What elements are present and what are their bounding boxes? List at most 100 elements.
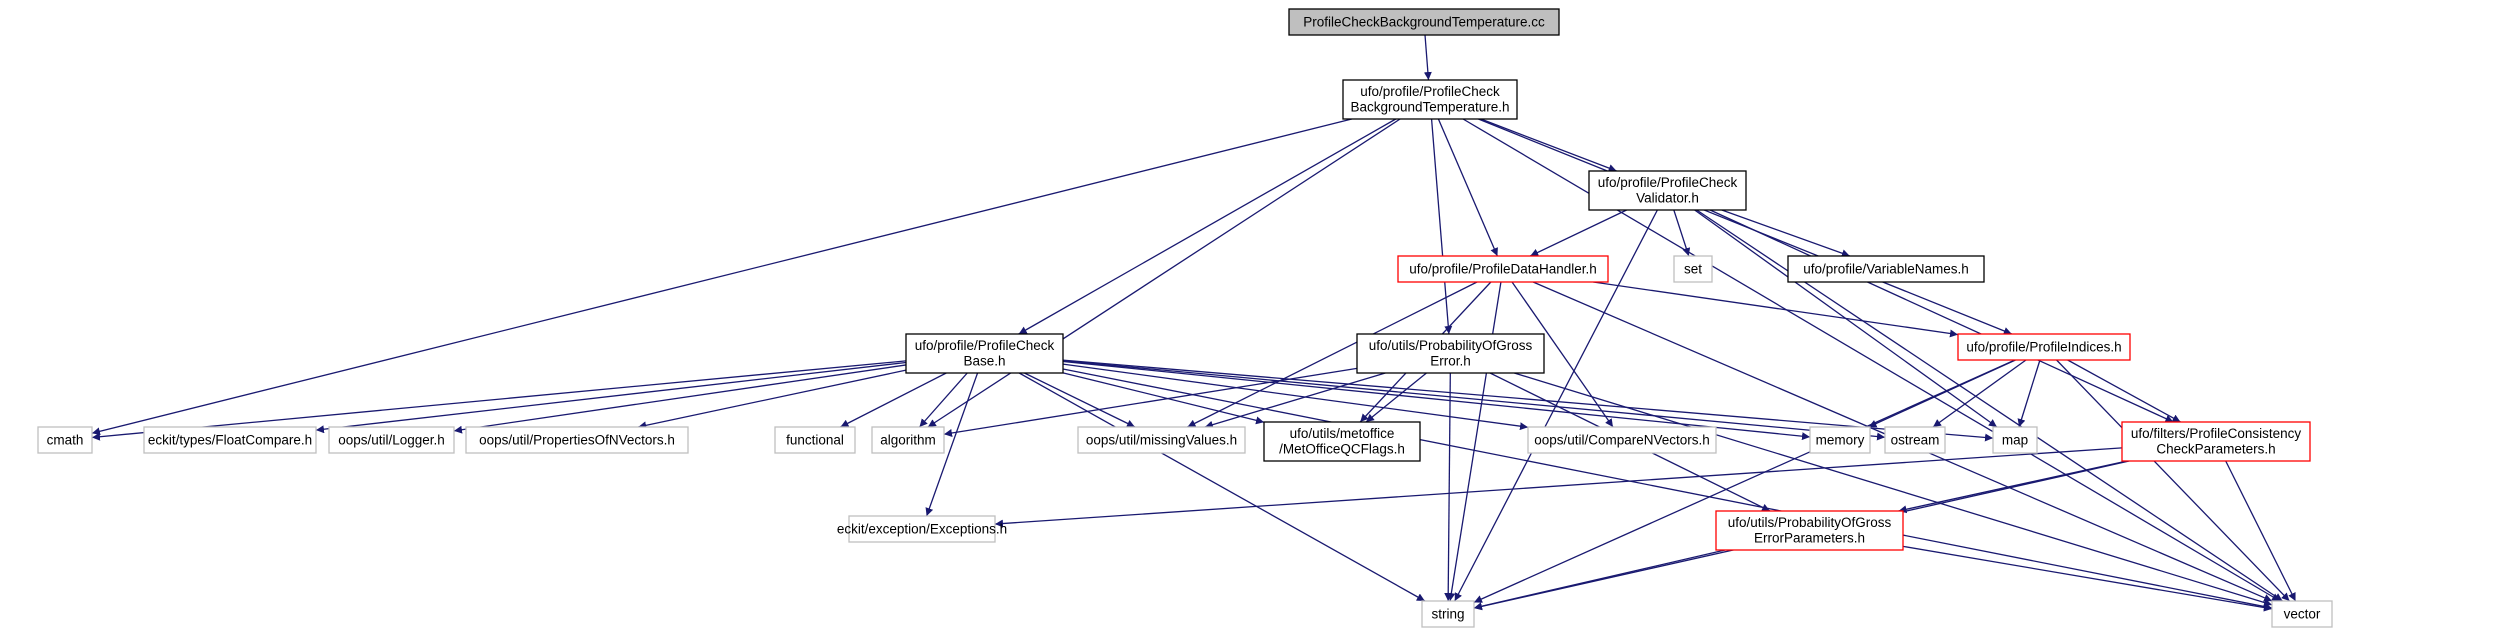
node-indices[interactable]: ufo/profile/ProfileIndices.h [1957, 333, 2131, 361]
node-label-probgross-line-1: Error.h [1430, 354, 1471, 369]
node-box-string [1421, 600, 1475, 628]
edge-probgross-to-string [1444, 372, 1453, 602]
node-label-memory-line-0: memory [1816, 432, 1865, 447]
node-exceptions: eckit/exception/Exceptions.h [837, 515, 1007, 543]
nodes-layer: ProfileCheckBackgroundTemperature.cc ufo/… [37, 8, 2333, 628]
node-root[interactable]: ProfileCheckBackgroundTemperature.cc [1288, 8, 1560, 36]
node-box-map [1992, 426, 2038, 454]
node-label-varnames-line-0: ufo/profile/VariableNames.h [1803, 261, 1969, 276]
node-label-logger-line-0: oops/util/Logger.h [338, 432, 445, 447]
node-label-set-line-0: set [1684, 261, 1702, 276]
node-label-checkbase-line-0: ufo/profile/ProfileCheck [915, 338, 1055, 353]
node-label-checkbase-line-1: Base.h [963, 354, 1005, 369]
node-pcbt[interactable]: ufo/profile/ProfileCheckBackgroundTemper… [1342, 79, 1518, 120]
node-box-functional [774, 426, 856, 454]
node-label-string-line-0: string [1431, 606, 1464, 621]
edge-pcbt-to-checkbase [1018, 118, 1397, 335]
edge-checkbase-to-algorithm [919, 372, 968, 428]
edge-validator-to-datahandler [1529, 209, 1627, 257]
node-box-varnames [1787, 255, 1985, 283]
node-label-indices-line-0: ufo/profile/ProfileIndices.h [1966, 339, 2121, 354]
edge-checkbase-to-missing [1024, 372, 1136, 428]
node-datahandler[interactable]: ufo/profile/ProfileDataHandler.h [1397, 255, 1609, 283]
node-box-memory [1809, 426, 1871, 454]
edge-pcbt-to-datahandler [1437, 118, 1498, 257]
edge-checkbase-to-memory [1062, 360, 1811, 441]
node-map: map [1992, 426, 2038, 454]
edge-root-to-pcbt [1423, 34, 1432, 81]
edge-checkbase-to-floatcompare [315, 361, 907, 434]
edge-validator-to-set [1673, 209, 1691, 257]
node-label-algorithm-line-0: algorithm [880, 432, 936, 447]
node-box-pcbt [1342, 79, 1518, 120]
node-box-propnvec [465, 426, 689, 454]
node-box-floatcompare [143, 426, 317, 454]
node-propnvec: oops/util/PropertiesOfNVectors.h [465, 426, 689, 454]
node-box-probparams [1715, 510, 1904, 551]
node-box-logger [328, 426, 455, 454]
node-probparams[interactable]: ufo/utils/ProbabilityOfGrossErrorParamet… [1715, 510, 1904, 551]
edge-probparams-to-string [1473, 549, 1726, 611]
edge-pcbt-to-probgross [1430, 118, 1453, 335]
node-label-validator-line-0: ufo/profile/ProfileCheck [1598, 175, 1738, 190]
edge-pcbt-to-validator [1480, 118, 1617, 172]
node-box-cmath [37, 426, 93, 454]
node-consistency[interactable]: ufo/filters/ProfileConsistencyCheckParam… [2121, 421, 2311, 462]
node-box-probgross [1356, 333, 1545, 374]
node-label-metoffice-line-0: ufo/utils/metoffice [1290, 426, 1395, 441]
edge-checkbase-to-metoffice [1062, 372, 1265, 425]
edge-consistency-to-exceptions [994, 447, 2123, 528]
node-label-ostream-line-0: ostream [1891, 432, 1940, 447]
edge-probgross-to-vector [1514, 372, 2273, 607]
edge-checkbase-to-string [1018, 372, 1426, 602]
edge-datahandler-to-string [1447, 281, 1502, 602]
node-box-indices [1957, 333, 2131, 361]
node-comparen: oops/util/CompareNVectors.h [1527, 426, 1717, 454]
node-metoffice[interactable]: ufo/utils/metoffice/MetOfficeQCFlags.h [1263, 421, 1421, 462]
edge-checkbase-to-exceptions [925, 372, 979, 517]
node-label-map-line-0: map [2002, 432, 2028, 447]
edge-pcbt-to-cmath [91, 118, 1352, 436]
node-box-datahandler [1397, 255, 1609, 283]
node-box-comparen [1527, 426, 1717, 454]
node-floatcompare: eckit/types/FloatCompare.h [143, 426, 317, 454]
edge-probgross-to-metoffice [1365, 372, 1427, 423]
node-algorithm: algorithm [871, 426, 945, 454]
node-label-cmath-line-0: cmath [47, 432, 84, 447]
node-box-checkbase [905, 333, 1064, 374]
edge-datahandler-to-indices [1593, 281, 1959, 338]
node-label-validator-line-1: Validator.h [1636, 191, 1699, 206]
edge-checkbase-to-logger [453, 364, 907, 434]
edge-probgross-to-algorithm [943, 367, 1358, 437]
edge-checkbase-to-propnvec [638, 369, 907, 430]
edge-checkbase-to-ostream [1062, 360, 1886, 441]
node-label-exceptions-line-0: eckit/exception/Exceptions.h [837, 521, 1007, 536]
node-string: string [1421, 600, 1475, 628]
node-box-metoffice [1263, 421, 1421, 462]
node-label-pcbt-line-0: ufo/profile/ProfileCheck [1360, 84, 1500, 99]
node-label-metoffice-line-1: /MetOfficeQCFlags.h [1279, 442, 1405, 457]
node-ostream: ostream [1884, 426, 1946, 454]
node-box-exceptions [848, 515, 996, 543]
node-label-consistency-line-0: ufo/filters/ProfileConsistency [2131, 426, 2302, 441]
node-box-validator [1588, 170, 1747, 211]
node-set: set [1673, 255, 1713, 283]
node-label-missing-line-0: oops/util/missingValues.h [1086, 432, 1237, 447]
edge-indices-to-string [1473, 359, 2016, 603]
node-box-root [1288, 8, 1560, 36]
node-label-probparams-line-0: ufo/utils/ProbabilityOfGross [1728, 515, 1892, 530]
node-logger: oops/util/Logger.h [328, 426, 455, 454]
node-label-propnvec-line-0: oops/util/PropertiesOfNVectors.h [479, 432, 675, 447]
node-label-consistency-line-1: CheckParameters.h [2156, 442, 2275, 457]
node-label-floatcompare-line-0: eckit/types/FloatCompare.h [148, 432, 312, 447]
node-varnames[interactable]: ufo/profile/VariableNames.h [1787, 255, 1985, 283]
node-cmath: cmath [37, 426, 93, 454]
node-label-datahandler-line-0: ufo/profile/ProfileDataHandler.h [1409, 261, 1597, 276]
node-label-pcbt-line-1: BackgroundTemperature.h [1350, 100, 1509, 115]
edge-consistency-to-vector [2225, 460, 2297, 602]
edges-layer [91, 34, 2297, 612]
